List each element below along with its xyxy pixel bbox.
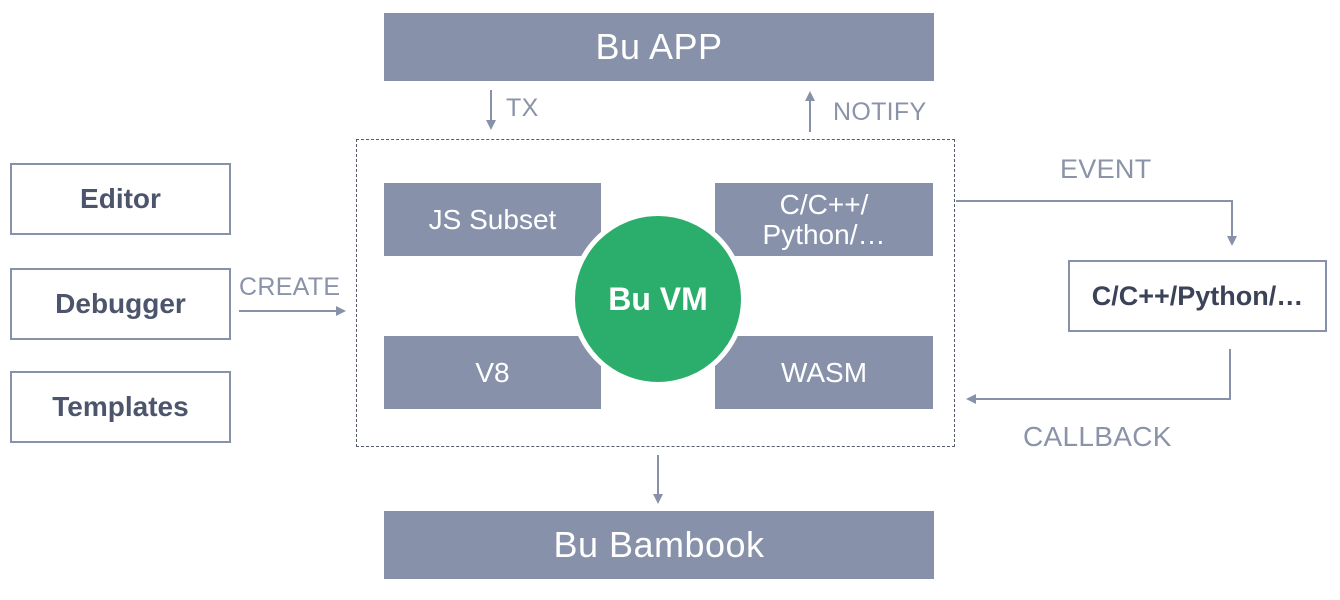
external-runtime-label: C/C++/Python/… [1091, 280, 1304, 311]
c-python-line2: Python/… [762, 218, 886, 250]
c-python-line1: C/C++/ [779, 189, 869, 221]
external-runtime-box: C/C++/Python/… [1068, 260, 1327, 332]
bu-vm-label: Bu VM [608, 280, 708, 317]
debugger-box: Debugger [10, 268, 231, 340]
bu-app-label: Bu APP [595, 26, 723, 67]
callback-label: CALLBACK [1023, 421, 1172, 452]
js-subset-label: JS Subset [428, 203, 557, 235]
editor-label: Editor [80, 183, 161, 214]
event-label: EVENT [1060, 154, 1152, 184]
event-arrow [956, 200, 1237, 246]
wasm-box: WASM [715, 336, 933, 409]
callback-arrow [966, 349, 1231, 404]
bu-vm-circle: Bu VM [570, 211, 746, 387]
v8-label: V8 [475, 356, 510, 388]
vm-container [356, 139, 955, 447]
wasm-label: WASM [780, 356, 868, 388]
editor-box: Editor [10, 163, 231, 235]
debugger-label: Debugger [55, 288, 186, 319]
js-subset-box: JS Subset [384, 183, 601, 256]
bu-bambook-label: Bu Bambook [553, 524, 765, 565]
tx-label: TX [506, 94, 539, 122]
v8-box: V8 [384, 336, 601, 409]
templates-label: Templates [52, 391, 189, 422]
c-python-box: C/C++/ Python/… [715, 183, 933, 256]
bu-app-bar: Bu APP [384, 13, 934, 81]
templates-box: Templates [10, 371, 231, 443]
notify-label: NOTIFY [833, 98, 927, 126]
bu-bambook-bar: Bu Bambook [384, 511, 934, 579]
create-label: CREATE [239, 273, 341, 301]
